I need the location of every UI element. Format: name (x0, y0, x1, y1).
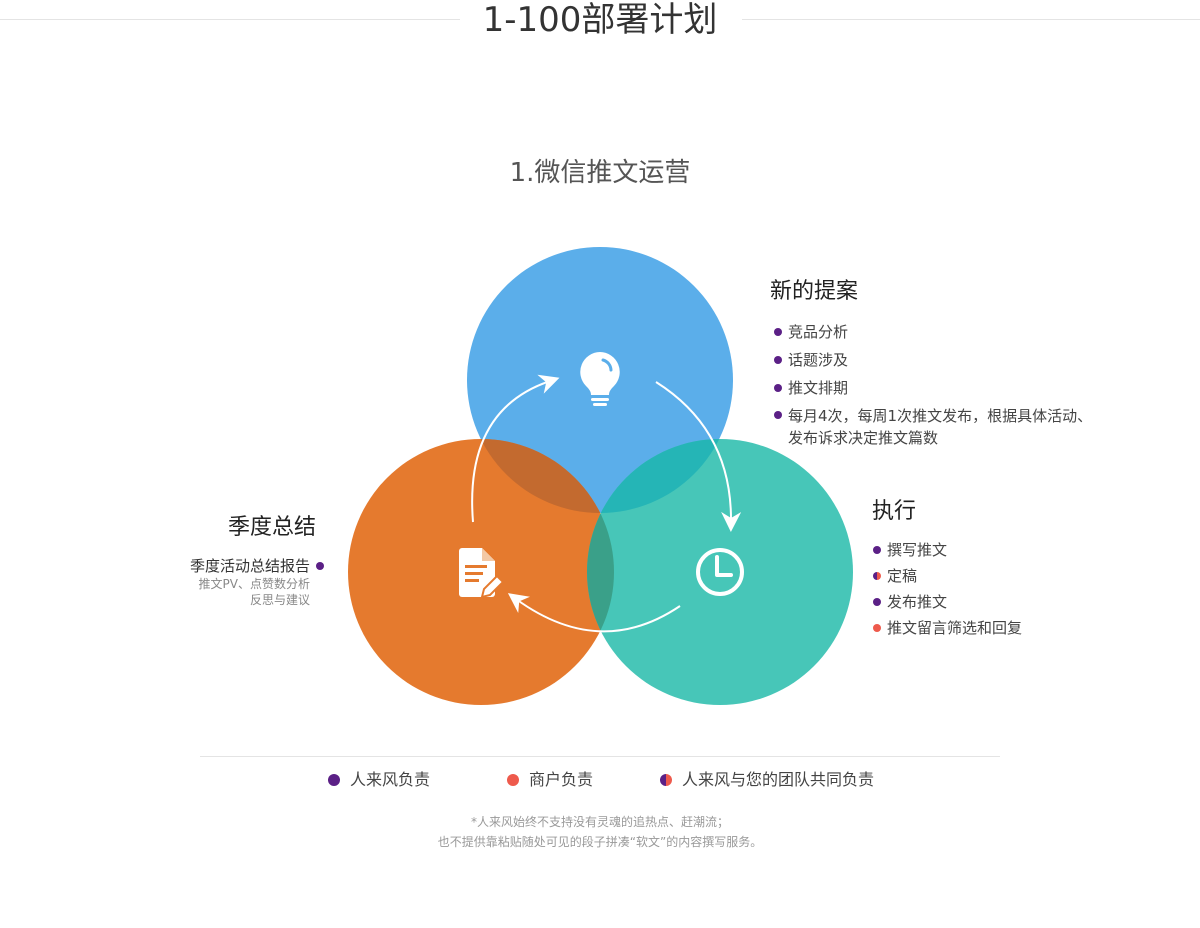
list-item: 每月4次，每周1次推文发布，根据具体活动、发布诉求决定推文篇数 (774, 402, 1154, 449)
list-item: 话题涉及 (774, 346, 1154, 374)
summary-item: 季度活动总结报告 (120, 556, 324, 576)
execution-list: 撰写推文 定稿 发布推文 推文留言筛选和回复 (873, 537, 1133, 641)
owner-dot-purple (774, 328, 782, 336)
owner-dot-purple (316, 562, 324, 570)
list-item: 推文留言筛选和回复 (873, 615, 1133, 641)
legend-dot-shared (660, 774, 672, 786)
execution-heading: 执行 (872, 499, 917, 524)
legend-item-shared: 人来风与您的团队共同负责 (660, 768, 874, 792)
section-title: 1.微信推文运营 (509, 158, 691, 188)
summary-heading: 季度总结 (228, 515, 317, 540)
proposal-heading: 新的提案 (770, 279, 859, 304)
summary-sub-line-1: 推文PV、点赞数分析 (198, 577, 310, 591)
list-item: 推文排期 (774, 374, 1154, 402)
owner-dot-shared (873, 572, 881, 580)
legend-dot-purple (328, 774, 340, 786)
header-rule-right (742, 19, 1200, 20)
clock-icon (696, 548, 744, 596)
summary-item-label: 季度活动总结报告 (189, 557, 310, 575)
lightbulb-icon (580, 352, 620, 406)
owner-dot-purple (774, 384, 782, 392)
header-rule-left (0, 19, 460, 20)
cycle-arrow-top-to-right (655, 381, 742, 532)
legend-dot-red (507, 774, 519, 786)
list-item: 发布推文 (873, 589, 1133, 615)
owner-legend: 人来风负责 商户负责 人来风与您的团队共同负责 (0, 768, 1200, 792)
cycle-arrow-left-to-top (471, 374, 560, 523)
page-title-text: 1-100部署计划 (464, 0, 736, 40)
list-item: 定稿 (873, 563, 1133, 589)
execution-circle (587, 439, 853, 705)
proposal-list: 竞品分析 话题涉及 推文排期 每月4次，每周1次推文发布，根据具体活动、发布诉求… (774, 318, 1154, 449)
legend-item-red: 商户负责 (507, 768, 593, 792)
footnote-line-2: 也不提供靠粘贴随处可见的段子拼凑“软文”的内容撰写服务。 (437, 835, 763, 849)
owner-dot-purple (774, 411, 782, 419)
document-edit-icon (459, 548, 505, 599)
owner-dot-red (873, 624, 881, 632)
summary-details: 季度活动总结报告 推文PV、点赞数分析 反思与建议 (120, 556, 324, 608)
list-item: 撰写推文 (873, 537, 1133, 563)
owner-dot-purple (873, 546, 881, 554)
legend-item-purple: 人来风负责 (328, 768, 430, 792)
summary-sub-line-2: 反思与建议 (249, 593, 310, 607)
list-item: 竞品分析 (774, 318, 1154, 346)
cycle-arrow-right-to-left (507, 593, 681, 633)
footnote-line-1: *人来风始终不支持没有灵魂的追热点、赶潮流； (470, 815, 729, 829)
legend-divider (200, 756, 1000, 757)
owner-dot-purple (873, 598, 881, 606)
owner-dot-purple (774, 356, 782, 364)
page-title: 1-100部署计划 (0, 0, 1200, 42)
